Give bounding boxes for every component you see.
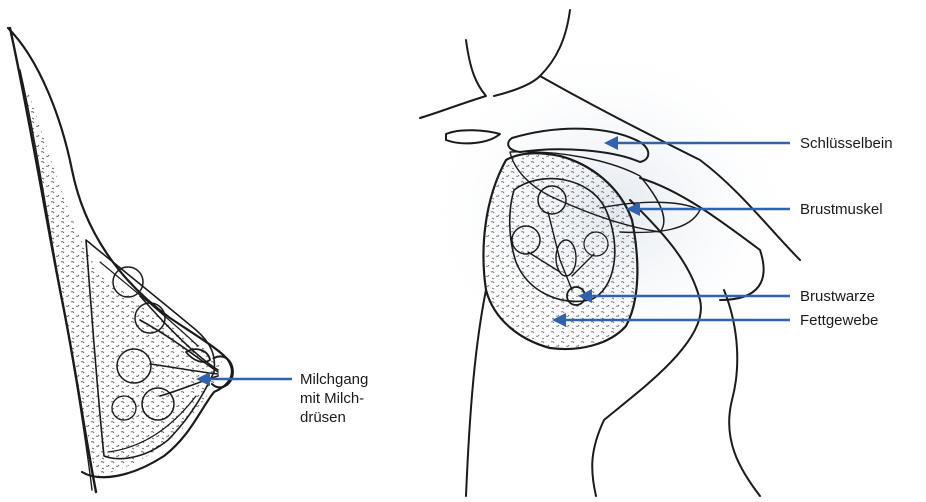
front-view-torso — [420, 10, 800, 496]
label-milk-duct: Milchgang mit Milch- drüsen — [300, 370, 368, 427]
side-view-breast — [8, 28, 233, 492]
label-collarbone: Schlüsselbein — [800, 134, 893, 153]
label-chest-muscle: Brustmuskel — [800, 200, 883, 219]
label-milk-duct-line2: mit Milch- — [300, 389, 368, 408]
label-nipple: Brustwarze — [800, 287, 875, 306]
label-fat-tissue: Fettgewebe — [800, 311, 878, 330]
label-milk-duct-line3: drüsen — [300, 408, 368, 427]
label-milk-duct-line1: Milchgang — [300, 370, 368, 389]
